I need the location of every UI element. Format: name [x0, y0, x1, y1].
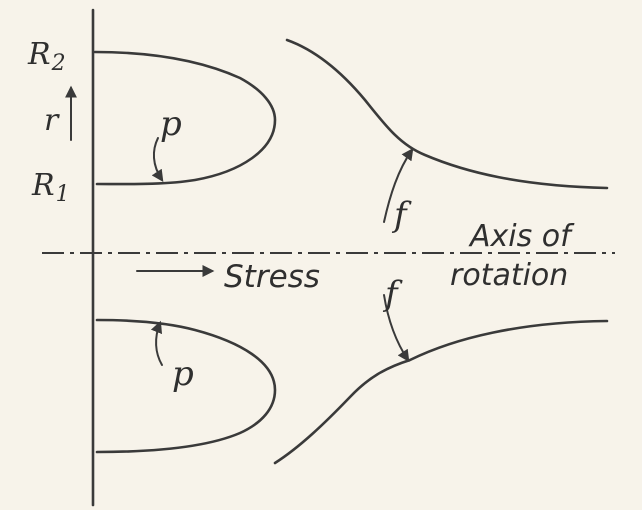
label-r1-subscript: 1 [56, 182, 70, 207]
label-axis-line1: Axis of [468, 219, 575, 254]
label-axis-line2: rotation [450, 258, 568, 293]
upper-p-arrow [151, 137, 164, 182]
label-stress: Stress [224, 259, 320, 295]
upper-f-arrow [383, 148, 414, 223]
label-r2-subscript: 2 [51, 51, 66, 76]
upper-f-curve [285, 38, 609, 190]
lower-p-arrow [150, 320, 163, 366]
label-f-bottom: f [382, 274, 403, 314]
label-r: r [44, 103, 60, 138]
lower-p-curve [95, 318, 277, 454]
label-f-top: f [391, 195, 412, 235]
lower-f-arrow [383, 294, 410, 362]
label-p-bottom: p [172, 354, 194, 394]
label-p-top: p [160, 104, 182, 144]
label-r2: R2 [27, 37, 66, 76]
label-r1: R1 [31, 168, 70, 207]
lower-f-curve [273, 319, 609, 465]
upper-p-curve [93, 50, 277, 186]
